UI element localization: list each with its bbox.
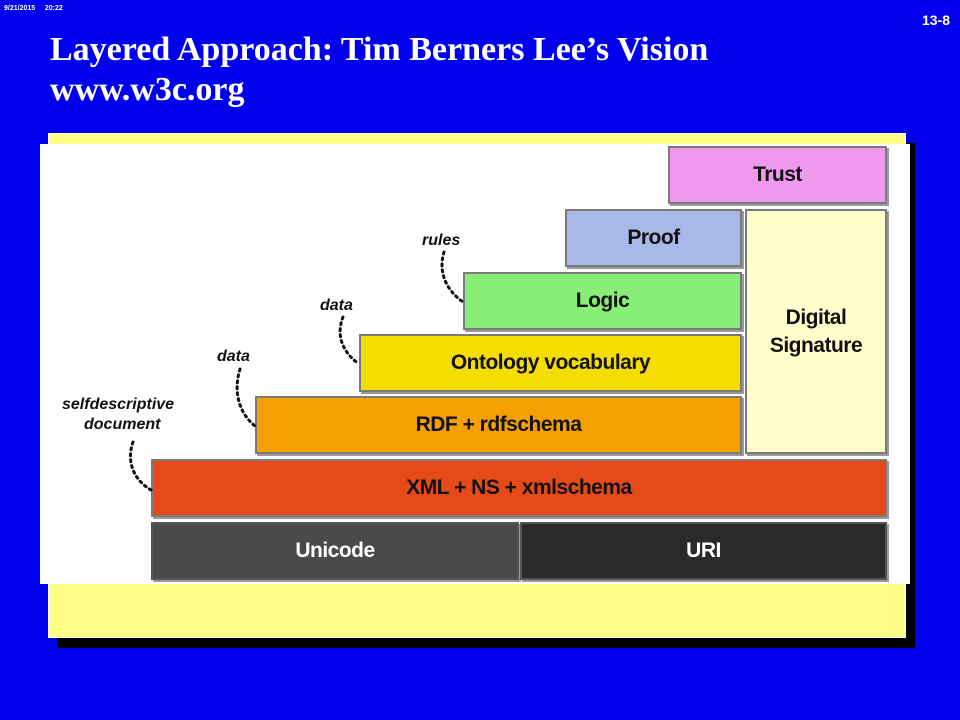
slide-number: 13-8 — [921, 12, 950, 28]
layer-unicode: Unicode — [151, 522, 519, 580]
annotation-rules: rules — [422, 232, 461, 249]
slide-title-line1: Layered Approach: Tim Berners Lee’s Visi… — [50, 31, 709, 68]
layer-xml-ns-xmlschema: XML + NS + xmlschema — [151, 459, 887, 517]
annotation-selfdescriptive-line2: document — [84, 416, 161, 433]
layer-uri: URI — [520, 522, 887, 580]
layer-proof: Proof — [565, 209, 742, 267]
layer-trust: Trust — [668, 146, 887, 204]
digital-signature-line2: Signature — [769, 333, 863, 357]
slide-title: Layered Approach: Tim Berners Lee’s Visi… — [50, 30, 930, 110]
slide-date-value: 9/21/2015 — [4, 5, 36, 12]
annotation-selfdescriptive-line1: selfdescriptive — [62, 396, 175, 413]
layer-logic: Logic — [463, 272, 742, 330]
annotation-data-lower: data — [217, 348, 250, 365]
layer-digital-signature: Digital Signature — [745, 209, 887, 454]
slide-title-line2: www.w3c.org — [50, 71, 245, 108]
annotation-data-upper: data — [320, 297, 353, 314]
digital-signature-line1: Digital — [785, 305, 847, 329]
slide-time-value: 20:22 — [44, 5, 63, 12]
slide-date: 9/21/2015 20:22 — [4, 5, 63, 12]
layer-rdf-rdfschema: RDF + rdfschema — [255, 396, 742, 454]
layer-ontology-vocabulary: Ontology vocabulary — [359, 334, 742, 392]
annotation-selfdescriptive: selfdescriptive document — [62, 395, 174, 435]
